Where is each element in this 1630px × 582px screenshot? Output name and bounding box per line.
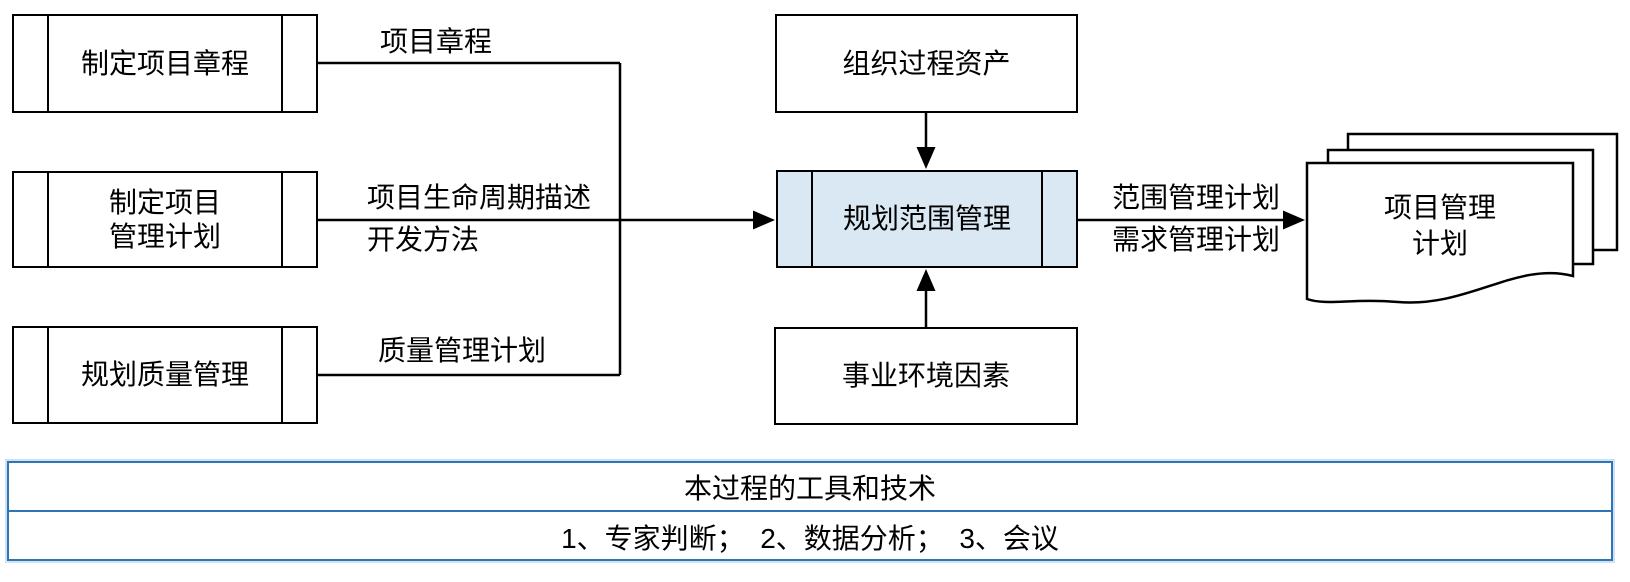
node-organizational-process-assets: 组织过程资产	[775, 14, 1078, 113]
document-label-line2: 计划	[1411, 228, 1468, 259]
tools-table-header-row: 本过程的工具和技术	[9, 463, 1611, 512]
node-develop-project-charter: 制定项目章程	[12, 14, 318, 113]
arrow-main-input-head	[753, 210, 775, 230]
arrow-eef-head	[916, 269, 936, 291]
node-develop-pm-plan: 制定项目 管理计划	[12, 171, 318, 268]
node-label: 规划范围管理	[842, 203, 1011, 234]
node-label-line2: 管理计划	[108, 220, 221, 252]
arrow-opa-head	[916, 147, 936, 169]
edge-label-project-charter: 项目章程	[380, 26, 493, 57]
document-label: 项目管理 计划	[1307, 166, 1573, 286]
arrow-output-head	[1283, 210, 1305, 230]
tools-table-items-row: 1、专家判断； 2、数据分析； 3、会议	[9, 512, 1611, 561]
node-label: 事业环境因素	[841, 360, 1010, 391]
node-enterprise-environmental-factors: 事业环境因素	[774, 327, 1078, 425]
node-label-line1: 制定项目	[108, 186, 221, 218]
node-label: 组织过程资产	[842, 47, 1011, 79]
document-label-line1: 项目管理	[1383, 192, 1496, 223]
edge-label-quality-management-plan: 质量管理计划	[378, 335, 547, 366]
edge-label-scope-management-plan: 范围管理计划	[1112, 182, 1281, 213]
node-plan-quality-management: 规划质量管理	[12, 326, 318, 424]
edge-label-development-approach: 开发方法	[367, 224, 480, 255]
tools-table-header: 本过程的工具和技术	[683, 472, 936, 504]
edge-label-lifecycle-description: 项目生命周期描述	[367, 182, 592, 213]
tools-table-items: 1、专家判断； 2、数据分析； 3、会议	[561, 522, 1059, 554]
node-label: 制定项目章程	[80, 47, 249, 79]
node-plan-scope-management: 规划范围管理	[776, 170, 1078, 268]
node-label: 规划质量管理	[80, 359, 249, 390]
tools-techniques-table: 本过程的工具和技术 1、专家判断； 2、数据分析； 3、会议	[7, 461, 1613, 561]
edge-label-requirements-management-plan: 需求管理计划	[1112, 224, 1281, 255]
